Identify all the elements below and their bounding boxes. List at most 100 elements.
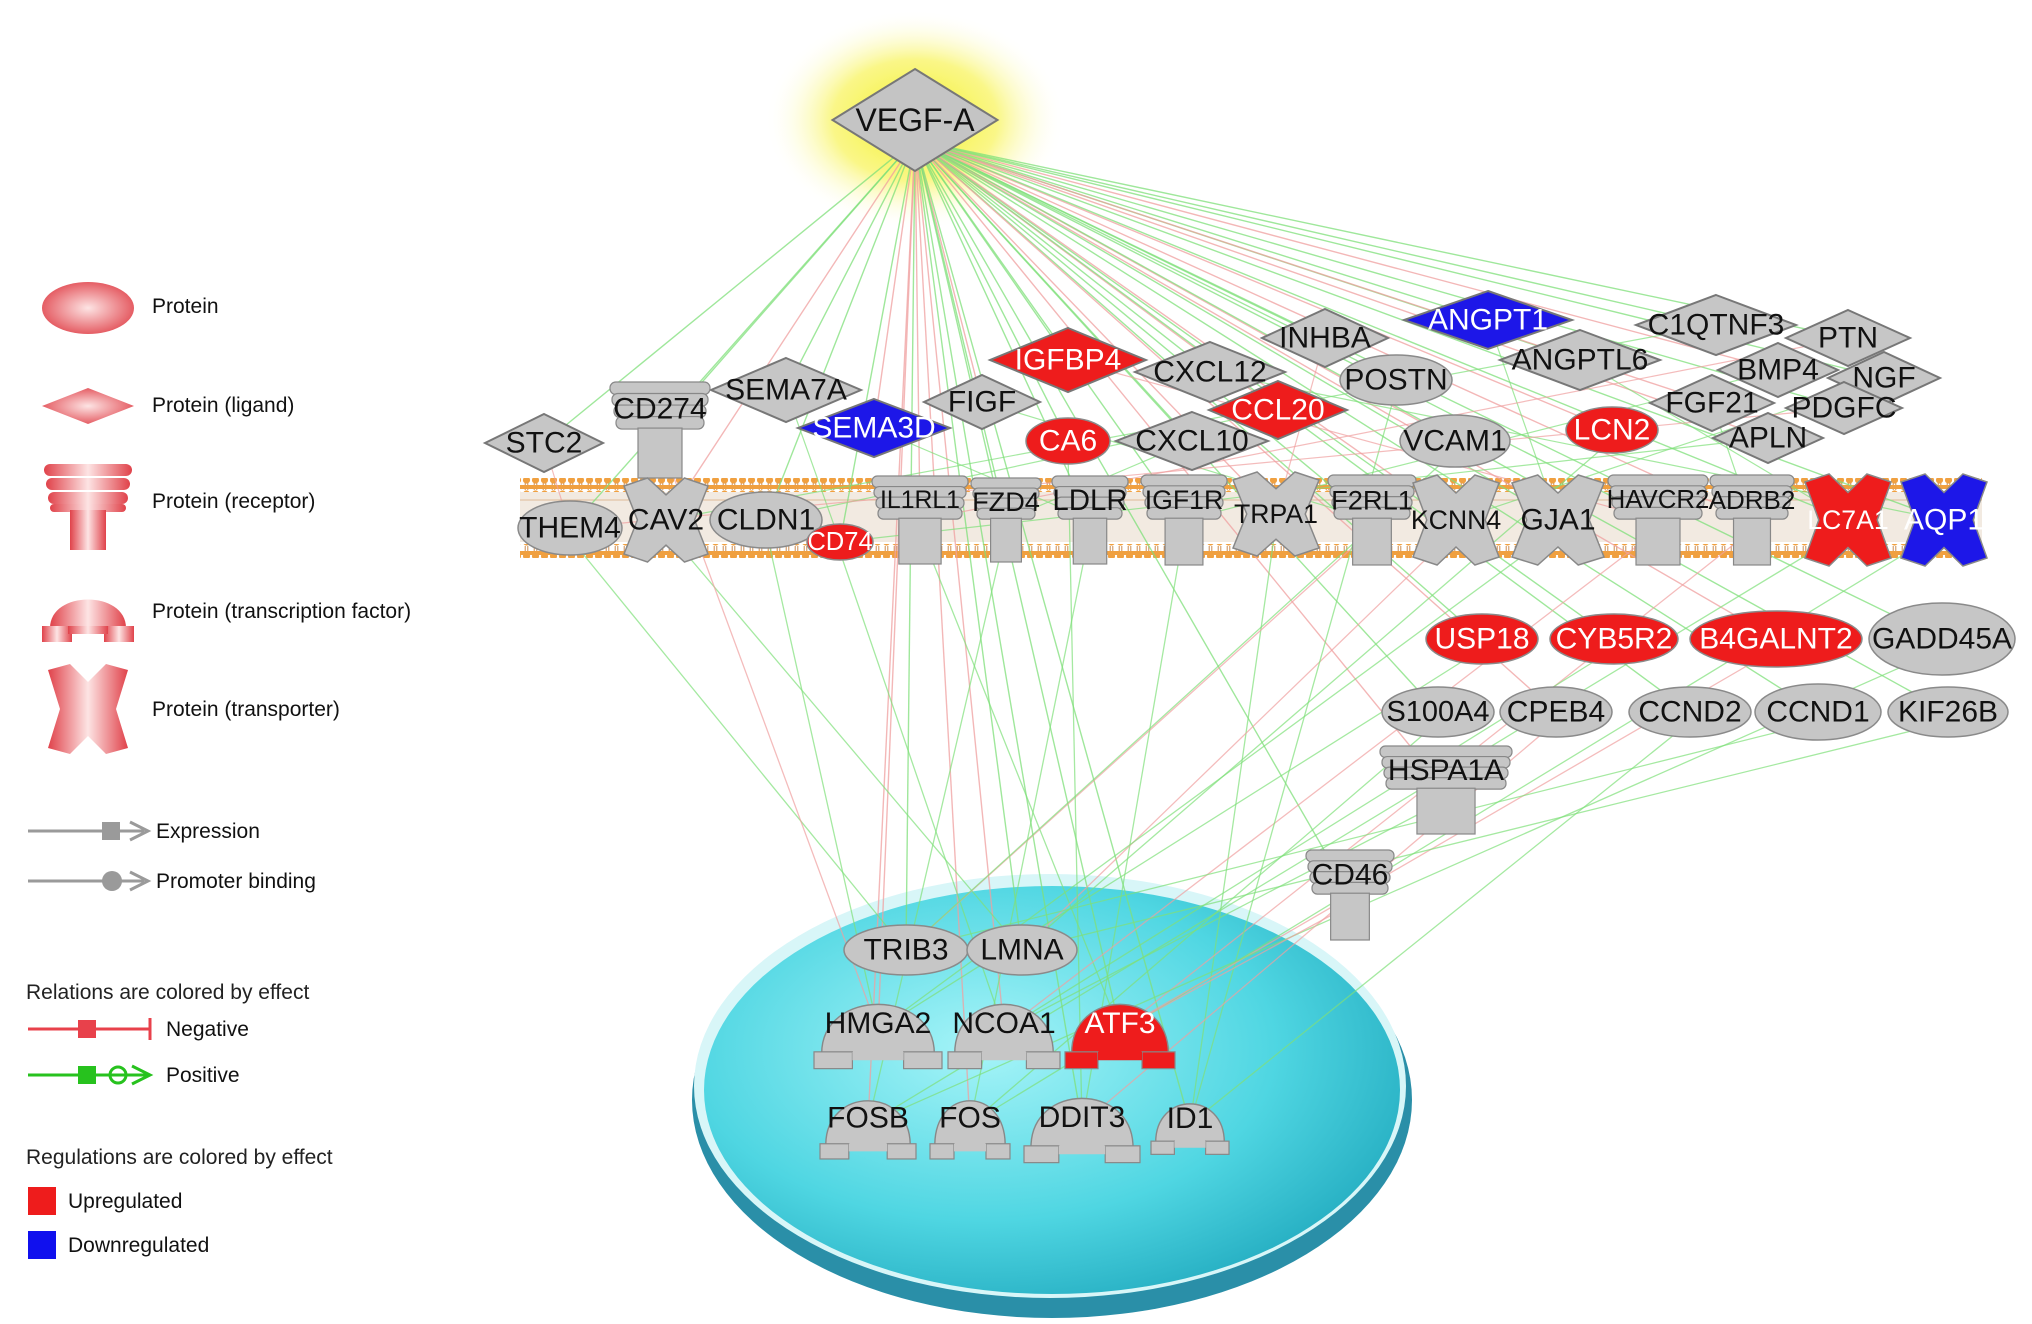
legend-label-expression: Expression bbox=[156, 820, 260, 843]
nucleus bbox=[692, 874, 1412, 1318]
receptor-node-CD274[interactable]: CD274 bbox=[609, 381, 711, 479]
transporter-node-AQP1[interactable]: AQP1 bbox=[1900, 473, 1988, 567]
receptor-node-CD46[interactable]: CD46 bbox=[1305, 849, 1395, 941]
protein-node-CYB5R2[interactable]: CYB5R2 bbox=[1549, 613, 1679, 665]
relation-edge bbox=[905, 721, 1819, 951]
ligand-node-APLN[interactable]: APLN bbox=[1710, 411, 1826, 465]
receptor-node-LDLR[interactable]: LDLR bbox=[1051, 475, 1129, 565]
relation-edge bbox=[1021, 529, 1457, 951]
node-label: FOSB bbox=[827, 1101, 909, 1134]
node-label: DDIT3 bbox=[1039, 1101, 1126, 1134]
ligand-node-C1QTNF3[interactable]: C1QTNF3 bbox=[1633, 293, 1799, 357]
legend-label-downregulated: Downregulated bbox=[68, 1234, 210, 1257]
node-label: NGF bbox=[1852, 362, 1915, 395]
receptor-node-FZD4[interactable]: FZD4 bbox=[970, 477, 1042, 563]
relation-edge bbox=[543, 139, 916, 444]
relation-edge bbox=[1021, 439, 1613, 951]
protein-node-CPEB4[interactable]: CPEB4 bbox=[1499, 686, 1613, 738]
protein-node-THEM4[interactable]: THEM4 bbox=[517, 500, 623, 556]
protein-node-S100A4[interactable]: S100A4 bbox=[1381, 686, 1495, 738]
node-label: SEMA7A bbox=[725, 374, 847, 407]
node-label: ATF3 bbox=[1084, 1007, 1155, 1040]
ligand-node-BMP4[interactable]: BMP4 bbox=[1715, 341, 1841, 399]
relation-edge bbox=[914, 139, 1849, 521]
transporter-node-GJA1[interactable]: GJA1 bbox=[1511, 474, 1605, 566]
protein-node-B4GALNT2[interactable]: B4GALNT2 bbox=[1689, 610, 1863, 668]
node-label: TRIB3 bbox=[863, 934, 948, 967]
legend-label-receptor: Protein (receptor) bbox=[152, 490, 316, 513]
node-label: KIF26B bbox=[1898, 696, 1998, 729]
node-label: LDLR bbox=[1052, 484, 1127, 517]
node-label: LMNA bbox=[980, 934, 1063, 967]
ligand-node-FIGF[interactable]: FIGF bbox=[921, 373, 1043, 431]
ligand-node-SEMA3D[interactable]: SEMA3D bbox=[795, 397, 953, 459]
receptor-node-HSPA1A[interactable]: HSPA1A bbox=[1379, 745, 1513, 835]
node-label: CCND2 bbox=[1638, 696, 1741, 729]
protein-node-TRIB3[interactable]: TRIB3 bbox=[843, 924, 969, 976]
ligand-node-VEGF-A[interactable]: VEGF-A bbox=[830, 67, 1000, 173]
expression-arrow-icon bbox=[28, 820, 152, 842]
receptor-node-IGF1R[interactable]: IGF1R bbox=[1140, 474, 1228, 566]
protein-node-CCND2[interactable]: CCND2 bbox=[1628, 686, 1752, 738]
relation-edge bbox=[914, 139, 1121, 1031]
relation-edge bbox=[1189, 523, 1277, 1125]
protein-node-LCN2[interactable]: LCN2 bbox=[1565, 406, 1659, 454]
ligand-node-PTN[interactable]: PTN bbox=[1783, 308, 1913, 368]
ligand-node-CCL20[interactable]: CCL20 bbox=[1206, 379, 1350, 441]
ligand-node-IGFBP4[interactable]: IGFBP4 bbox=[987, 326, 1149, 394]
ligand-node-PDGFC[interactable]: PDGFC bbox=[1783, 380, 1905, 436]
protein-node-CLDN1[interactable]: CLDN1 bbox=[709, 491, 823, 549]
protein-node-CA6[interactable]: CA6 bbox=[1025, 417, 1111, 465]
protein-node-LMNA[interactable]: LMNA bbox=[966, 924, 1078, 976]
receptor-node-ADRB2[interactable]: ADRB2 bbox=[1709, 474, 1796, 566]
positive-relation-icon bbox=[28, 1064, 154, 1086]
transporter-node-SLC7A1[interactable]: LC7A1 bbox=[1804, 473, 1892, 567]
transporter-node-CAV2[interactable]: CAV2 bbox=[623, 477, 709, 563]
node-label: HSPA1A bbox=[1388, 754, 1504, 787]
regulations-heading: Regulations are colored by effect bbox=[26, 1146, 333, 1169]
transcription-factor-node-NCOA1[interactable]: NCOA1 bbox=[947, 1003, 1061, 1070]
node-label: PTN bbox=[1818, 322, 1878, 355]
node-label: CA6 bbox=[1039, 425, 1097, 458]
relation-edge bbox=[877, 139, 916, 1031]
transporter-node-TRPA1[interactable]: TRPA1 bbox=[1232, 471, 1320, 557]
node-label: FOS bbox=[939, 1101, 1001, 1134]
transcription-factor-node-FOS[interactable]: FOS bbox=[929, 1100, 1011, 1160]
protein-node-VCAM1[interactable]: VCAM1 bbox=[1399, 414, 1511, 468]
ligand-node-SEMA7A[interactable]: SEMA7A bbox=[708, 356, 864, 424]
receptor-node-IL1RL1[interactable]: IL1RL1 bbox=[871, 475, 969, 565]
ligand-node-CXCL12[interactable]: CXCL12 bbox=[1132, 340, 1288, 404]
ligand-node-STC2[interactable]: STC2 bbox=[482, 412, 606, 474]
ligand-node-ANGPTL6[interactable]: ANGPTL6 bbox=[1497, 328, 1663, 392]
node-label: CD74 bbox=[807, 528, 872, 556]
relation-edge bbox=[914, 139, 1489, 321]
ligand-node-CXCL10[interactable]: CXCL10 bbox=[1113, 410, 1271, 472]
transcription-factor-node-DDIT3[interactable]: DDIT3 bbox=[1023, 1097, 1141, 1164]
transcription-factor-node-ATF3[interactable]: ATF3 bbox=[1064, 1003, 1176, 1070]
protein-node-CD74[interactable]: CD74 bbox=[806, 523, 874, 561]
node-label: SEMA3D bbox=[812, 412, 935, 445]
protein-node-KIF26B[interactable]: KIF26B bbox=[1887, 686, 2009, 738]
node-label: F2RL1 bbox=[1331, 485, 1413, 516]
protein-node-GADD45A[interactable]: GADD45A bbox=[1868, 602, 2016, 676]
transcription-factor-node-ID1[interactable]: ID1 bbox=[1150, 1102, 1230, 1155]
relation-edge bbox=[1067, 450, 1083, 1125]
node-label: NCOA1 bbox=[952, 1007, 1055, 1040]
ligand-node-ANGPT1[interactable]: ANGPT1 bbox=[1400, 289, 1576, 351]
relation-edge bbox=[1119, 904, 1351, 1031]
protein-node-USP18[interactable]: USP18 bbox=[1425, 613, 1539, 665]
node-label: BMP4 bbox=[1737, 354, 1819, 387]
receptor-node-F2RL1[interactable]: F2RL1 bbox=[1327, 474, 1417, 566]
node-label: ID1 bbox=[1167, 1102, 1214, 1135]
transcription-factor-node-FOSB[interactable]: FOSB bbox=[819, 1100, 917, 1160]
ligand-node-FGF21[interactable]: FGF21 bbox=[1647, 373, 1777, 433]
protein-node-POSTN[interactable]: POSTN bbox=[1339, 354, 1453, 406]
protein-node-CCND1[interactable]: CCND1 bbox=[1754, 683, 1882, 741]
receptor-node-HAVCR2[interactable]: HAVCR2 bbox=[1607, 474, 1710, 566]
transporter-node-KCNN4[interactable]: KCNN4 bbox=[1411, 474, 1502, 566]
transcription-factor-node-HMGA2[interactable]: HMGA2 bbox=[813, 1003, 943, 1070]
node-label: VCAM1 bbox=[1403, 425, 1506, 458]
ligand-node-INHBA[interactable]: INHBA bbox=[1259, 307, 1391, 369]
